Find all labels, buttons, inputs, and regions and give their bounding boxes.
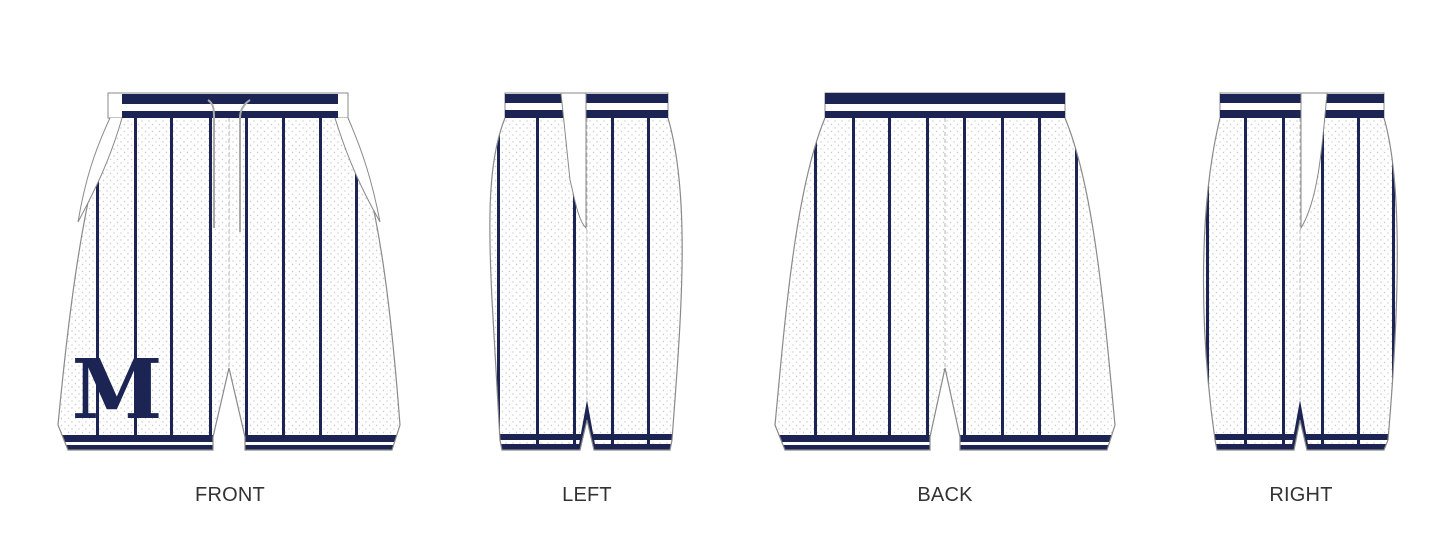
waistband-stripe: [122, 111, 338, 118]
side-pocket: [1300, 92, 1328, 230]
waistband-stripe: [825, 93, 1065, 104]
garment-outline: [774, 117, 1116, 451]
pocket-left: [77, 117, 123, 223]
view-label-left: LEFT: [562, 484, 612, 506]
logo-m: M: [72, 342, 163, 438]
back-view: [774, 92, 1116, 451]
right-view: [1202, 92, 1398, 451]
garment-outline: [57, 117, 401, 451]
waistband-stripe: [825, 111, 1065, 118]
side-pocket: [560, 92, 587, 230]
garment-outline: [489, 117, 683, 451]
view-label-back: BACK: [917, 484, 973, 506]
view-label-front: FRONT: [195, 484, 265, 506]
drawstring: [207, 99, 215, 228]
pocket-right: [334, 117, 381, 223]
drawstring: [239, 99, 251, 232]
front-view: M: [57, 92, 401, 451]
left-view: [489, 92, 683, 451]
garment-outline: [1202, 117, 1398, 451]
waistband-stripe: [122, 94, 338, 104]
mesh-body: [489, 118, 683, 450]
view-label-right: RIGHT: [1269, 484, 1333, 506]
